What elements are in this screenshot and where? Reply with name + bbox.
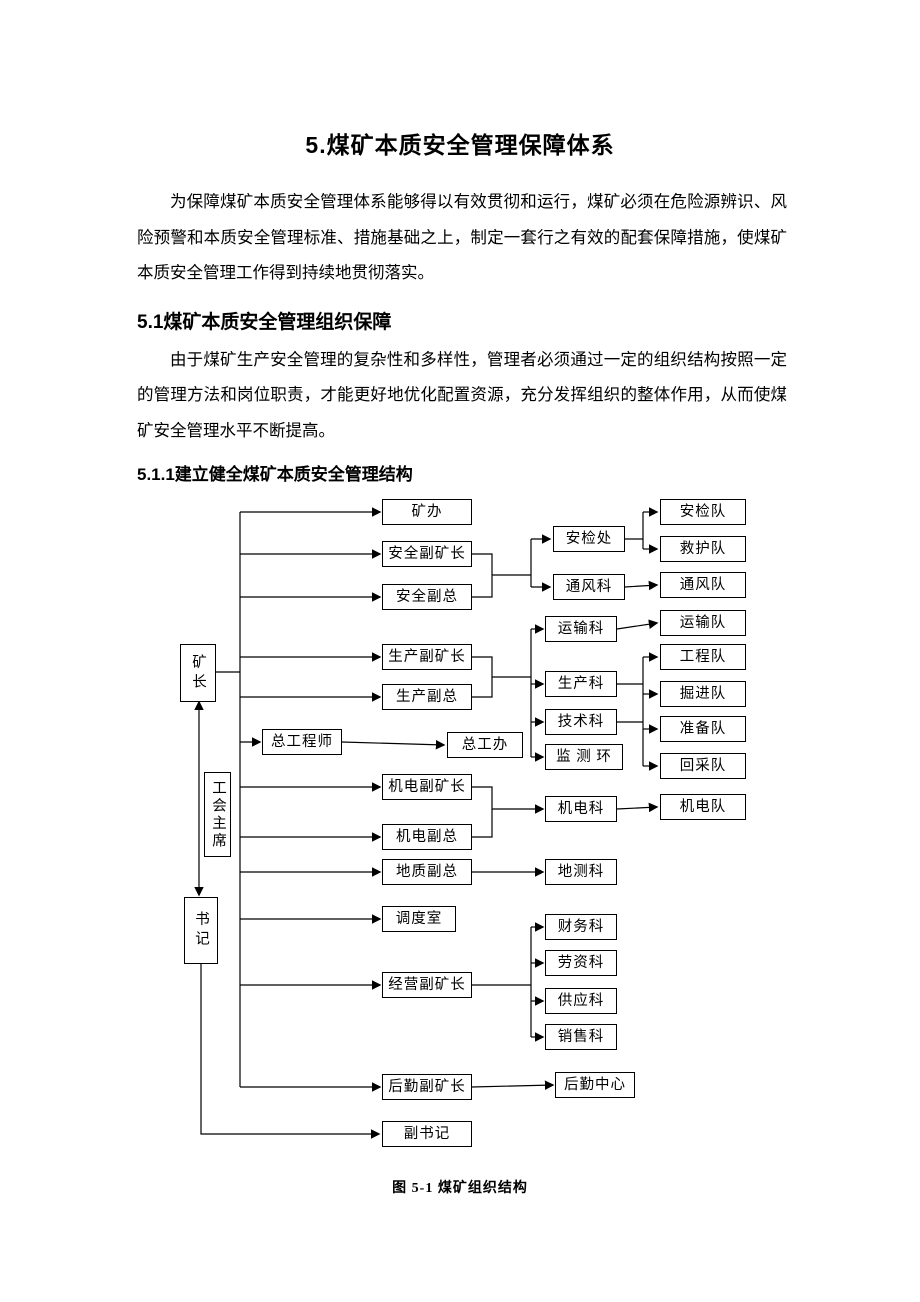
org-box-production-deputy-chief: 生产副总 bbox=[382, 684, 472, 710]
org-box-transport-dept: 运输科 bbox=[545, 616, 617, 642]
figure-caption: 图 5-1 煤矿组织结构 bbox=[392, 1181, 528, 1196]
heading-5-1: 5.1煤矿本质安全管理组织保障 bbox=[137, 311, 392, 333]
org-box-chief-engineer-office: 总工办 bbox=[447, 732, 523, 758]
heading-5-1-1: 5.1.1建立健全煤矿本质安全管理结构 bbox=[137, 465, 413, 484]
org-box-safety-deputy-chief: 安全副总 bbox=[382, 584, 472, 610]
org-box-logistics-center: 后勤中心 bbox=[555, 1072, 635, 1098]
org-box-safety-inspection-team: 安检队 bbox=[660, 499, 746, 525]
org-box-sales-dept: 销售科 bbox=[545, 1024, 617, 1050]
org-box-mechatronics-deputy-director: 机电副矿长 bbox=[382, 774, 472, 800]
org-box-ventilation-team: 通风队 bbox=[660, 572, 746, 598]
org-box-operations-deputy-director: 经营副矿长 bbox=[382, 972, 472, 998]
org-box-mechatronics-deputy-chief: 机电副总 bbox=[382, 824, 472, 850]
org-box-mine-director: 矿长 bbox=[180, 644, 216, 702]
org-box-technology-dept: 技术科 bbox=[545, 709, 617, 735]
org-box-rescue-team: 救护队 bbox=[660, 536, 746, 562]
org-box-chief-engineer: 总工程师 bbox=[262, 729, 342, 755]
org-box-mechatronics-team: 机电队 bbox=[660, 794, 746, 820]
org-box-monitoring-dept: 监 测 环 bbox=[545, 744, 623, 770]
org-box-mining-team: 回采队 bbox=[660, 753, 746, 779]
org-box-engineering-team: 工程队 bbox=[660, 644, 746, 670]
page-title: 5.煤矿本质安全管理保障体系 bbox=[305, 132, 615, 158]
org-box-finance-dept: 财务科 bbox=[545, 914, 617, 940]
org-box-safety-inspection-office: 安检处 bbox=[553, 526, 625, 552]
org-chart: 矿长 工会主席 书记 总工程师 总工办 矿办 安全副矿长 安全副总 生产副矿长 … bbox=[0, 489, 920, 1161]
org-box-union-chairman: 工会主席 bbox=[204, 772, 231, 857]
org-box-labor-wages-dept: 劳资科 bbox=[545, 950, 617, 976]
org-box-excavation-team: 掘进队 bbox=[660, 681, 746, 707]
org-box-preparation-team: 准备队 bbox=[660, 716, 746, 742]
org-box-deputy-secretary: 副书记 bbox=[382, 1121, 472, 1147]
org-box-production-dept: 生产科 bbox=[545, 671, 617, 697]
org-box-transport-team: 运输队 bbox=[660, 610, 746, 636]
org-chart-connectors bbox=[194, 507, 659, 1139]
org-box-geological-survey-dept: 地测科 bbox=[545, 859, 617, 885]
org-box-dispatch-room: 调度室 bbox=[382, 906, 456, 932]
org-box-mine-office: 矿办 bbox=[382, 499, 472, 525]
org-box-secretary: 书记 bbox=[184, 897, 218, 964]
org-box-mechatronics-dept: 机电科 bbox=[545, 796, 617, 822]
org-box-supply-dept: 供应科 bbox=[545, 988, 617, 1014]
paragraph-org: 由于煤矿生产安全管理的复杂性和多样性，管理者必须通过一定的组织结构按照一定的管理… bbox=[137, 349, 787, 440]
org-box-production-deputy-director: 生产副矿长 bbox=[382, 644, 472, 670]
paragraph-intro: 为保障煤矿本质安全管理体系能够得以有效贯彻和运行，煤矿必须在危险源辨识、风险预警… bbox=[137, 192, 787, 282]
org-box-geology-deputy-chief: 地质副总 bbox=[382, 859, 472, 885]
org-box-safety-deputy-director: 安全副矿长 bbox=[382, 541, 472, 567]
org-box-logistics-deputy-director: 后勤副矿长 bbox=[382, 1074, 472, 1100]
org-box-ventilation-dept: 通风科 bbox=[553, 574, 625, 600]
